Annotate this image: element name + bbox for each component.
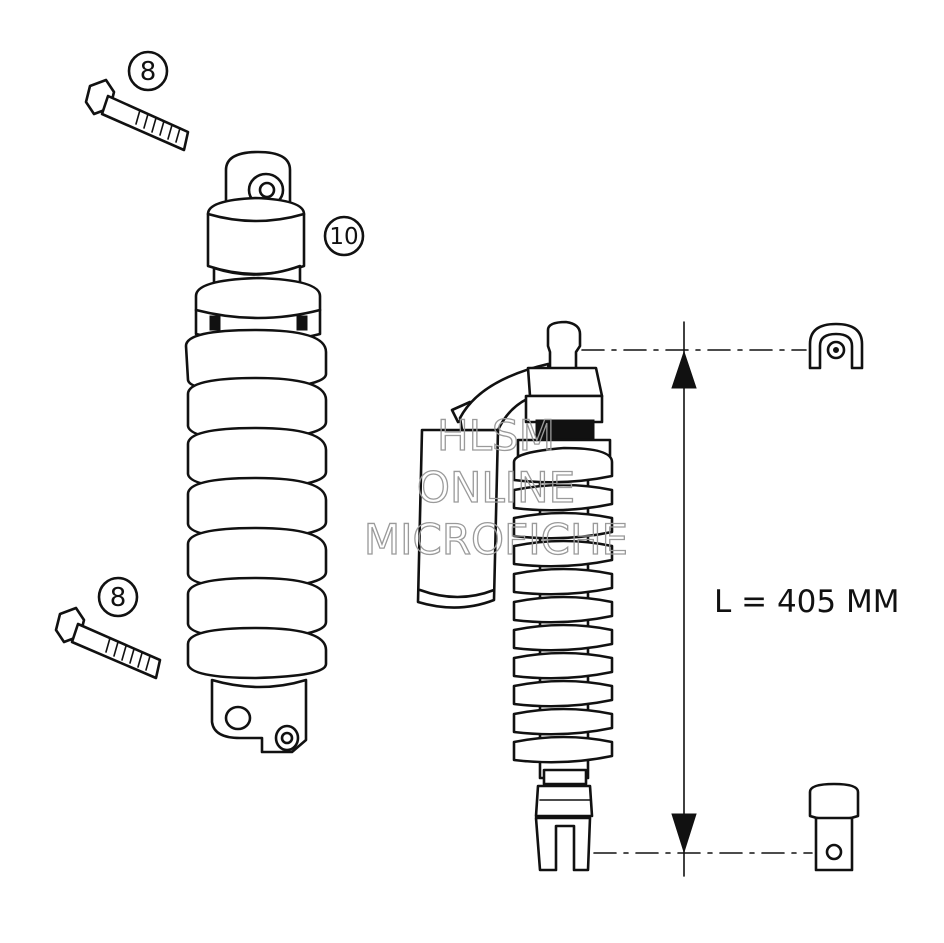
watermark-line-3: MICROFICHE xyxy=(364,515,628,564)
callout-part-10: 10 xyxy=(323,215,365,257)
lower-mount-detail xyxy=(808,782,860,872)
bolt-top xyxy=(84,78,190,152)
dimension-indicator: L = 405 MM xyxy=(581,321,899,877)
shock-absorber-side-view xyxy=(416,320,614,872)
coil-spring-side xyxy=(512,446,614,764)
coil-spring xyxy=(184,328,328,680)
callout-part-8-top: 8 xyxy=(127,50,169,92)
shock-absorber-exploded-view xyxy=(184,150,328,754)
callout-label: 8 xyxy=(110,583,127,613)
callout-label: 10 xyxy=(329,224,358,250)
dimension-label: L = 405 MM xyxy=(714,584,899,620)
watermark-line-2: ONLINE xyxy=(417,463,575,512)
bolt-bottom xyxy=(54,606,162,680)
upper-mount-detail xyxy=(808,322,864,370)
watermark: HLSM ONLINE MICROFICHE xyxy=(363,410,628,564)
callout-part-8-bottom: 8 xyxy=(97,576,139,618)
watermark-line-1: HLSM xyxy=(437,411,555,460)
callout-label: 8 xyxy=(140,57,157,87)
